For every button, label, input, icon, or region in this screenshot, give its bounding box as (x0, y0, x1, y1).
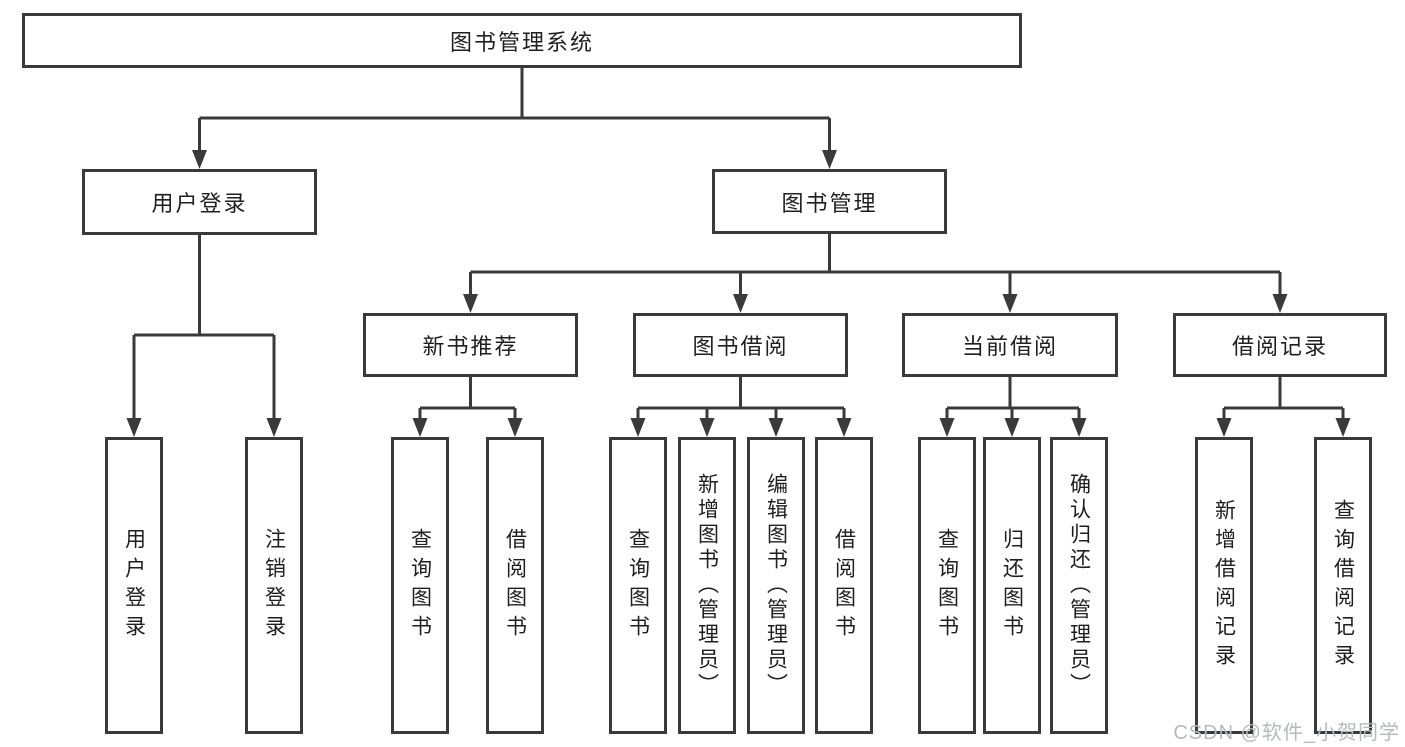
node-label: 编辑图书（管理员） (764, 473, 788, 698)
node-label: 当前借阅 (961, 334, 1058, 359)
node-leaf-borrow-add-book-admin: 新增图书（管理员） (678, 437, 736, 734)
node-label: 借阅图书 (832, 527, 856, 644)
node-user-login-group: 用户登录 (82, 169, 317, 235)
node-label: 新增借阅记录 (1212, 498, 1236, 673)
node-leaf-current-confirm-return-admin: 确认归还（管理员） (1050, 437, 1108, 734)
node-leaf-borrow-borrow-book: 借阅图书 (815, 437, 873, 734)
node-label: 查询借阅记录 (1331, 498, 1355, 673)
node-label: 查询图书 (935, 527, 959, 644)
node-current-borrow: 当前借阅 (902, 313, 1118, 377)
node-leaf-recommend-borrow-book: 借阅图书 (486, 437, 544, 734)
node-label: 图书借阅 (692, 334, 789, 359)
node-label: 图书管理系统 (449, 29, 594, 55)
node-leaf-borrow-edit-book-admin: 编辑图书（管理员） (747, 437, 805, 734)
node-leaf-user-login: 用户登录 (105, 437, 163, 734)
node-leaf-logout-login: 注销登录 (245, 437, 303, 734)
node-label: 确认归还（管理员） (1067, 473, 1091, 698)
node-label: 借阅记录 (1231, 334, 1328, 359)
node-label: 查询图书 (408, 527, 432, 644)
node-label: 用户登录 (151, 191, 248, 216)
node-new-book-recommend: 新书推荐 (363, 313, 578, 377)
node-label: 新书推荐 (422, 334, 519, 359)
node-book-borrow: 图书借阅 (633, 313, 848, 377)
node-leaf-borrow-query-book: 查询图书 (609, 437, 667, 734)
node-library-management-system: 图书管理系统 (22, 13, 1022, 68)
node-label: 用户登录 (122, 527, 146, 644)
node-leaf-record-query-record: 查询借阅记录 (1314, 437, 1372, 734)
node-label: 注销登录 (262, 527, 286, 644)
node-label: 图书管理 (781, 190, 878, 216)
node-leaf-current-return-book: 归还图书 (983, 437, 1041, 734)
csdn-watermark: CSDN @软件_小贺同学 (1173, 722, 1400, 744)
node-borrow-record: 借阅记录 (1173, 313, 1387, 377)
node-label: 查询图书 (626, 527, 650, 644)
node-label: 归还图书 (1000, 527, 1024, 644)
node-book-management: 图书管理 (712, 169, 947, 234)
node-leaf-current-query-book: 查询图书 (918, 437, 976, 734)
node-leaf-recommend-query-book: 查询图书 (391, 437, 449, 734)
node-label: 新增图书（管理员） (695, 473, 719, 698)
node-label: 借阅图书 (503, 527, 527, 644)
node-leaf-record-add-record: 新增借阅记录 (1195, 437, 1253, 734)
